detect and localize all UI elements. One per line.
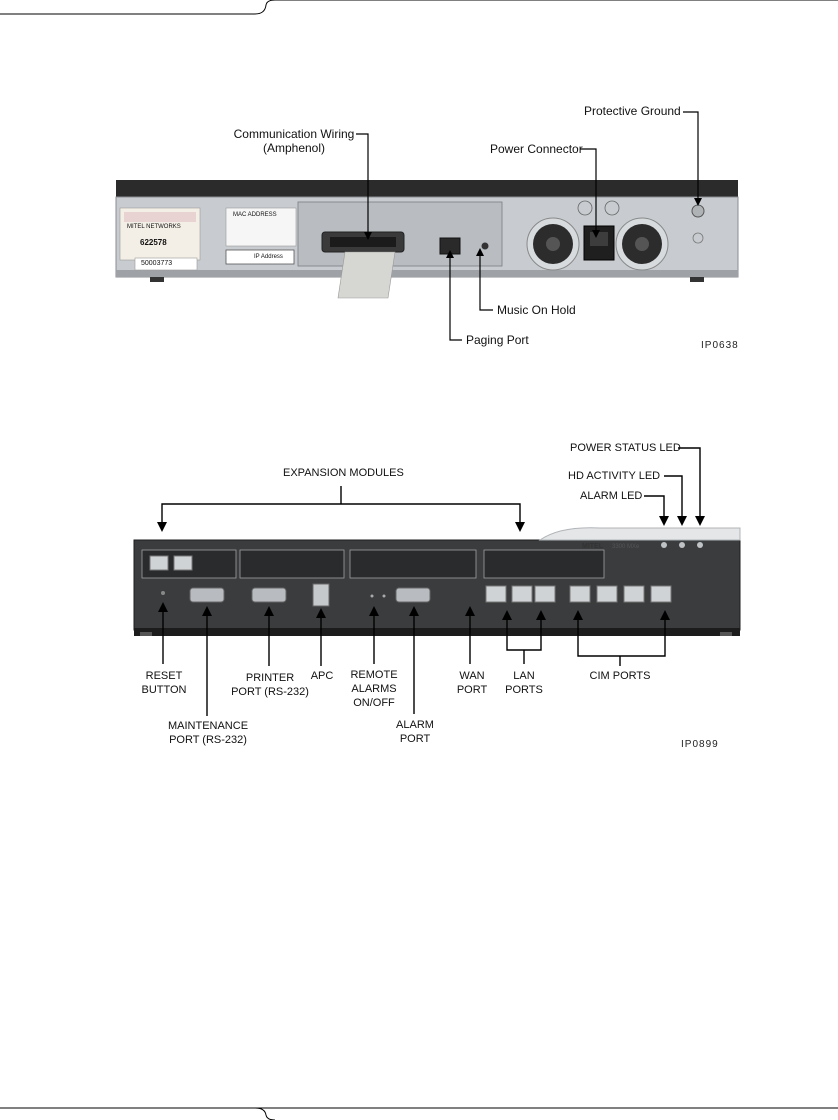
cim-jack-2 <box>596 585 618 603</box>
callout-protective-ground: Protective Ground <box>584 104 681 118</box>
callout-line: ALARM <box>396 719 434 731</box>
wan-jack <box>485 585 507 603</box>
ribbon-cable <box>337 251 396 299</box>
reset-button-hole <box>161 591 165 595</box>
serial-number-text: 50003773 <box>141 260 173 267</box>
callout-line: REMOTE <box>350 669 398 681</box>
cim-jack-1 <box>569 585 591 603</box>
callout-lan-ports: LAN PORTS <box>501 669 547 697</box>
alarm-db9 <box>395 587 431 603</box>
device-model: 3300 MXe <box>612 544 640 550</box>
callout-communication-wiring: Communication Wiring (Amphenol) <box>232 127 356 155</box>
callout-wan-port: WAN PORT <box>452 669 492 697</box>
callout-line: BUTTON <box>141 684 187 696</box>
sticker-brand: MITEL NETWORKS <box>127 224 181 230</box>
device-brand: MITEL <box>582 543 603 550</box>
callout-printer-port: PRINTER PORT (RS-232) <box>222 671 318 699</box>
module-slot-3 <box>349 549 477 579</box>
mac-sticker <box>225 207 297 247</box>
callout-alarm-port: ALARM PORT <box>391 718 439 746</box>
serial-label <box>134 257 198 271</box>
module-slot-2 <box>239 549 345 579</box>
callout-music-on-hold: Music On Hold <box>497 303 576 317</box>
module-slot-4 <box>483 549 605 579</box>
callout-alarm-led: ALARM LED <box>580 490 643 502</box>
callout-cim-ports: CIM PORTS <box>589 670 651 682</box>
lan-jack-1 <box>511 585 533 603</box>
callout-paging-port: Paging Port <box>466 333 529 347</box>
callout-line: Communication Wiring <box>233 127 355 141</box>
callout-line: ALARMS <box>351 683 397 695</box>
ip-address-label: IP Address <box>254 254 283 260</box>
mac-address-label: MAC ADDRESS <box>233 212 277 218</box>
callout-line: PORT (RS-232) <box>169 734 247 746</box>
figure2-id: IP0899 <box>681 739 719 750</box>
callout-line: PRINTER <box>245 672 295 684</box>
callout-apc: APC <box>310 670 334 682</box>
apc-usb <box>312 583 330 607</box>
callout-reset-button: RESET BUTTON <box>129 669 199 697</box>
figure1-id: IP0638 <box>701 340 739 351</box>
callout-line: LAN <box>513 670 535 682</box>
callout-maintenance-port: MAINTENANCE PORT (RS-232) <box>160 719 256 747</box>
callout-line: RESET <box>145 670 183 682</box>
callout-line: (Amphenol) <box>262 141 326 155</box>
chassis-top <box>116 180 738 198</box>
music-on-hold-jack <box>481 242 489 250</box>
callout-line: PORT <box>456 684 488 696</box>
callout-expansion-modules: EXPANSION MODULES <box>283 467 404 479</box>
ip-label <box>225 249 295 265</box>
sticker-number: 622578 <box>140 238 167 247</box>
hd-activity-led-dot <box>679 542 685 548</box>
callout-hd-activity-led: HD ACTIVITY LED <box>568 470 661 482</box>
callout-line: PORT (RS-232) <box>231 686 309 698</box>
cim-jack-3 <box>623 585 645 603</box>
callout-line: WAN <box>459 670 485 682</box>
figure2-front-panel <box>133 447 741 716</box>
callout-line: PORT <box>399 733 431 745</box>
power-status-led-dot <box>697 542 703 548</box>
callout-line: MAINTENANCE <box>167 720 249 732</box>
callout-power-connector: Power Connector <box>490 142 583 156</box>
lan-jack-2 <box>534 585 556 603</box>
figure1-rear-panel <box>115 111 739 341</box>
maintenance-db9 <box>189 587 225 603</box>
callout-line: ON/OFF <box>353 697 395 709</box>
callout-remote-alarms: REMOTE ALARMS ON/OFF <box>344 668 404 710</box>
cim-jack-4 <box>650 585 672 603</box>
callout-line: PORTS <box>505 684 543 696</box>
callout-power-status-led: POWER STATUS LED <box>570 442 681 454</box>
printer-db9 <box>251 587 287 603</box>
alarm-led-dot <box>661 542 667 548</box>
